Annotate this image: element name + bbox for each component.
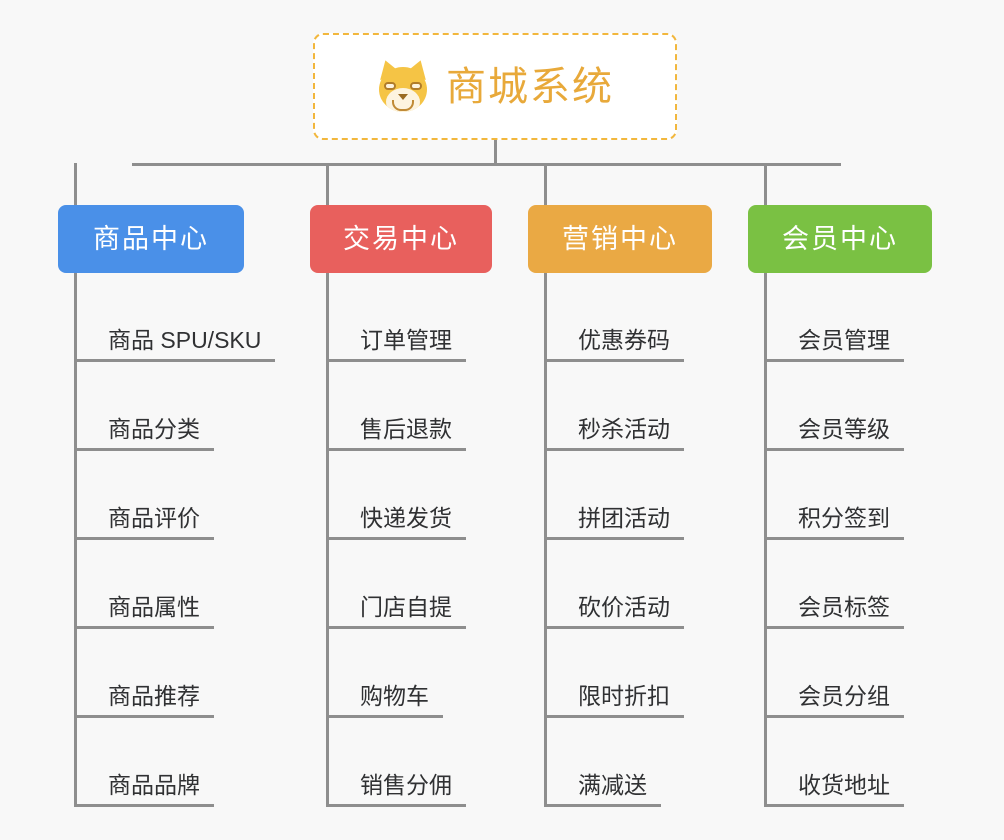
root-stem-connector — [494, 140, 497, 165]
leaf-item-label: 购物车 — [326, 683, 443, 718]
leaf-item-label: 会员等级 — [764, 416, 904, 451]
leaf-spine-connector — [764, 273, 767, 807]
leaf-item-label: 门店自提 — [326, 594, 466, 629]
leaf-item[interactable]: 砍价活动 — [544, 540, 684, 629]
leaf-item-label: 会员标签 — [764, 594, 904, 629]
shiba-dog-icon — [374, 56, 432, 114]
leaf-item-label: 会员管理 — [764, 327, 904, 362]
branch-card-1[interactable]: 商品中心 — [58, 205, 244, 273]
leaf-item-label: 商品属性 — [74, 594, 214, 629]
leaf-item-label: 会员分组 — [764, 683, 904, 718]
leaf-item[interactable]: 商品 SPU/SKU — [74, 273, 276, 362]
leaf-item-label: 满减送 — [544, 772, 661, 807]
leaf-item[interactable]: 销售分佣 — [326, 718, 466, 807]
leaf-item-label: 商品推荐 — [74, 683, 214, 718]
leaf-item-label: 售后退款 — [326, 416, 466, 451]
leaf-item-label: 商品分类 — [74, 416, 214, 451]
leaf-item-label: 拼团活动 — [544, 505, 684, 540]
leaf-item[interactable]: 门店自提 — [326, 540, 466, 629]
branch-drop-connector — [764, 163, 767, 205]
branch-card-label: 会员中心 — [782, 223, 898, 254]
leaf-item[interactable]: 会员等级 — [764, 362, 904, 451]
leaf-item-label: 商品评价 — [74, 505, 214, 540]
leaf-spine-connector — [326, 273, 329, 807]
branch-card-4[interactable]: 会员中心 — [748, 205, 932, 273]
leaf-item[interactable]: 收货地址 — [764, 718, 904, 807]
leaf-item[interactable]: 会员分组 — [764, 629, 904, 718]
leaf-item-label: 秒杀活动 — [544, 416, 684, 451]
leaf-item[interactable]: 商品评价 — [74, 451, 214, 540]
leaf-item-label: 积分签到 — [764, 505, 904, 540]
leaf-item-label: 销售分佣 — [326, 772, 466, 807]
leaf-item-label: 砍价活动 — [544, 594, 684, 629]
branch-drop-connector — [326, 163, 329, 205]
branch-card-label: 营销中心 — [562, 223, 678, 254]
leaf-item[interactable]: 满减送 — [544, 718, 661, 807]
branch-card-label: 商品中心 — [93, 223, 209, 254]
leaf-item[interactable]: 拼团活动 — [544, 451, 684, 540]
root-title: 商城系统 — [446, 64, 614, 109]
leaf-item[interactable]: 秒杀活动 — [544, 362, 684, 451]
leaf-item[interactable]: 快递发货 — [326, 451, 466, 540]
branch-drop-connector — [544, 163, 547, 205]
leaf-item[interactable]: 购物车 — [326, 629, 443, 718]
leaf-item[interactable]: 商品品牌 — [74, 718, 214, 807]
leaf-item-label: 限时折扣 — [544, 683, 684, 718]
leaf-item[interactable]: 优惠券码 — [544, 273, 684, 362]
leaf-item-label: 订单管理 — [326, 327, 466, 362]
leaf-spine-connector — [544, 273, 547, 807]
leaf-item[interactable]: 会员标签 — [764, 540, 904, 629]
leaf-item[interactable]: 商品推荐 — [74, 629, 214, 718]
leaf-item[interactable]: 售后退款 — [326, 362, 466, 451]
leaf-item[interactable]: 商品属性 — [74, 540, 214, 629]
leaf-item-label: 快递发货 — [326, 505, 466, 540]
branch-card-label: 交易中心 — [343, 223, 459, 254]
leaf-item[interactable]: 限时折扣 — [544, 629, 684, 718]
branch-bus-connector — [132, 163, 841, 166]
leaf-item[interactable]: 积分签到 — [764, 451, 904, 540]
branch-card-3[interactable]: 营销中心 — [528, 205, 712, 273]
leaf-item-label: 商品 SPU/SKU — [74, 327, 276, 362]
branch-drop-connector — [74, 163, 77, 205]
leaf-item[interactable]: 订单管理 — [326, 273, 466, 362]
branch-card-2[interactable]: 交易中心 — [310, 205, 492, 273]
leaf-spine-connector — [74, 273, 77, 807]
leaf-item-label: 优惠券码 — [544, 327, 684, 362]
leaf-item-label: 商品品牌 — [74, 772, 214, 807]
leaf-item[interactable]: 会员管理 — [764, 273, 904, 362]
leaf-item[interactable]: 商品分类 — [74, 362, 214, 451]
leaf-item-label: 收货地址 — [764, 772, 904, 807]
root-node[interactable]: 商城系统 — [313, 33, 677, 140]
